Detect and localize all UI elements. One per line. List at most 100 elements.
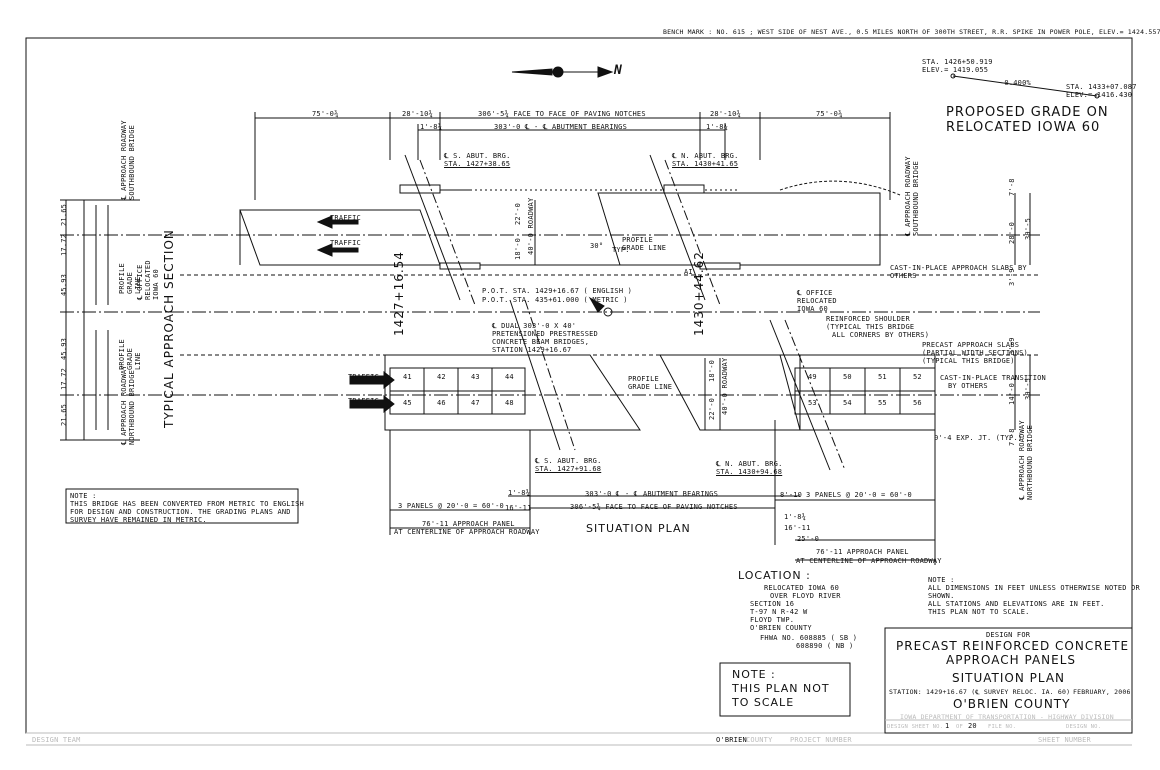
- title-sheet-total: 20: [968, 722, 977, 730]
- typical-dim-5: 17.72: [60, 367, 68, 390]
- title-of: OF: [956, 724, 964, 730]
- skew-typ: TYP.: [612, 246, 630, 254]
- grade-elev-right: ELEV.= 1416.430: [1066, 91, 1133, 99]
- panel-mark: 41: [403, 373, 412, 381]
- typical-dim-2: 17.72: [60, 233, 68, 256]
- at-centerline-right: AT CENTERLINE OF APPROACH ROADWAY: [796, 557, 942, 565]
- shoulder-1: REINFORCED SHOULDER: [826, 315, 910, 323]
- panel-mark: 43: [471, 373, 480, 381]
- typical-office: ℄ OFFICE RELOCATED IOWA 60: [136, 260, 160, 300]
- design-for: DESIGN FOR: [986, 631, 1031, 639]
- skew-angle: 30°: [590, 242, 604, 250]
- n-abut-label: ℄ N. ABUT. BRG.: [672, 152, 739, 160]
- approach-nb-right: ℄ APPROACH ROADWAY NORTHBOUND BRIDGE: [1018, 420, 1034, 500]
- s-abut-label: ℄ S. ABUT. BRG.: [444, 152, 511, 160]
- panel-mark: 48: [505, 399, 514, 407]
- panels-left: 3 PANELS @ 20'-0 = 60'-0: [398, 502, 504, 510]
- shoulder-3: ALL CORNERS BY OTHERS): [832, 331, 930, 339]
- dim-303-top: 303'-0 ℄ - ℄ ABUTMENT BEARINGS: [494, 123, 627, 131]
- location-line: OVER FLOYD RIVER: [770, 592, 841, 600]
- grade-title-1: PROPOSED GRADE ON: [946, 105, 1109, 120]
- office-line-1: ℄ OFFICE: [797, 289, 833, 297]
- general-note-1: ALL DIMENSIONS IN FEET UNLESS OTHERWISE …: [928, 584, 1140, 592]
- n-abut-b-station: STA. 1430+94.68: [716, 468, 783, 476]
- footer-county-label: COUNTY: [746, 736, 773, 744]
- panel-mark: 53: [808, 399, 817, 407]
- dim-7-8-bot: 7'-8: [1008, 428, 1016, 446]
- dim-28-left: 28'-10¾: [402, 110, 433, 118]
- at-centerline-left: AT CENTERLINE OF APPROACH ROADWAY: [394, 528, 540, 536]
- cip-transition-2: BY OTHERS: [948, 382, 988, 390]
- footer-county: O'BRIEN: [716, 736, 747, 744]
- title-line-3: SITUATION PLAN: [952, 671, 1066, 685]
- general-note-title: NOTE :: [928, 576, 955, 584]
- location-line: T-97 N R-42 W: [750, 608, 808, 616]
- title-sheet-label: DESIGN SHEET NO.: [887, 724, 944, 730]
- fhwa-2: 608890 ( NB ): [796, 642, 854, 650]
- title-dept: IOWA DEPARTMENT OF TRANSPORTATION - HIGH…: [900, 713, 1114, 721]
- cip-slabs: CAST-IN-PLACE APPROACH SLABS BY OTHERS: [890, 264, 1027, 280]
- dim-75-right: 75'-0¾: [816, 110, 843, 118]
- office-line-2: RELOCATED: [797, 297, 837, 305]
- approach-sb-right: ℄ APPROACH ROADWAY SOUTHBOUND BRIDGE: [904, 156, 920, 236]
- profile-grade-bottom: PROFILE GRADE LINE: [628, 375, 673, 391]
- location-line: FLOYD TWP.: [750, 616, 795, 624]
- panel-mark: 51: [878, 373, 887, 381]
- fhwa-1: FHWA NO. 608885 ( SB ): [760, 634, 858, 642]
- precast-3: (TYPICAL THIS BRIDGE): [922, 357, 1015, 365]
- general-note-3: ALL STATIONS AND ELEVATIONS ARE IN FEET.: [928, 600, 1105, 608]
- panel-mark: 55: [878, 399, 887, 407]
- note-line-1: THIS BRIDGE HAS BEEN CONVERTED FROM METR…: [70, 500, 304, 508]
- situation-plan-title: SITUATION PLAN: [586, 522, 691, 535]
- panel-mark: 54: [843, 399, 852, 407]
- footer-project: PROJECT NUMBER: [790, 736, 852, 744]
- pot-metric: P.O.T. STA. 435+61.000 ( METRIC ): [482, 296, 628, 304]
- profile-grade-top: PROFILE GRADE LINE: [622, 236, 667, 252]
- approach-panel-right: 76'-11 APPROACH PANEL: [816, 548, 909, 556]
- location-title: LOCATION :: [738, 569, 811, 582]
- typical-dim-3: 45.93: [60, 273, 68, 296]
- roadway-22-top: 22'-0: [514, 202, 522, 225]
- note-line-3: SURVEY HAVE REMAINED IN METRIC.: [70, 516, 207, 524]
- s-abut-b-label: ℄ S. ABUT. BRG.: [535, 457, 602, 465]
- grade-title-2: RELOCATED IOWA 60: [946, 120, 1101, 135]
- title-line-2: APPROACH PANELS: [946, 653, 1077, 667]
- footer-sheet: SHEET NUMBER: [1038, 736, 1091, 744]
- location-line: O'BRIEN COUNTY: [750, 624, 812, 632]
- precast-1: PRECAST APPROACH SLABS: [922, 341, 1020, 349]
- panel-mark: 50: [843, 373, 852, 381]
- roadway-40-bot: 40'-0 ROADWAY: [721, 357, 729, 415]
- title-station: STATION: 1429+16.67 (℄ SURVEY RELOC. IA.…: [889, 688, 1071, 696]
- note-line-2: FOR DESIGN AND CONSTRUCTION. THE GRADING…: [70, 508, 291, 516]
- dim-7-8-top: 7'-8: [1008, 178, 1016, 196]
- panel-mark: 49: [808, 373, 817, 381]
- dual-bridge-2: PRETENSIONED PRESTRESSED: [492, 330, 598, 338]
- typical-dim-6: 21.65: [60, 403, 68, 426]
- roadway-18-bot: 18'-0: [708, 359, 716, 382]
- cip-transition-1: CAST-IN-PLACE TRANSITION: [940, 374, 1046, 382]
- dim-18-b-left: 1'-8¾: [508, 489, 531, 497]
- roadway-40-top: 40'-0 ROADWAY: [527, 197, 535, 255]
- traffic-label-2: TRAFFIC: [330, 239, 361, 247]
- ai-label: AI: [684, 268, 693, 276]
- panel-mark: 42: [437, 373, 446, 381]
- dim-28-0-top: 28'-0: [1008, 221, 1016, 244]
- title-county: O'BRIEN COUNTY: [953, 697, 1071, 711]
- roadway-18-top: 18'-0: [514, 237, 522, 260]
- grade-slope: -0.400%: [1000, 79, 1031, 87]
- dim-306-bot: 306'-5¾ FACE TO FACE OF PAVING NOTCHES: [570, 503, 738, 511]
- office-line-3: IOWA 60: [797, 305, 828, 313]
- dual-bridge-4: STATION 1429+16.67: [492, 346, 572, 354]
- panel-mark: 52: [913, 373, 922, 381]
- n-abut-station: STA. 1430+41.65: [672, 160, 739, 168]
- approach-panel-left: 76'-11 APPROACH PANEL: [422, 520, 515, 528]
- grade-sta-left: STA. 1426+50.919: [922, 58, 993, 66]
- dim-303-bot: 303'-0 ℄ - ℄ ABUTMENT BEARINGS: [585, 490, 718, 498]
- dim-25-0: 25'-0: [797, 535, 820, 543]
- typical-dim-4: 45.93: [60, 337, 68, 360]
- panel-mark: 56: [913, 399, 922, 407]
- dim-18-b-right: 1'-8¾: [784, 513, 807, 521]
- traffic-label-1: TRAFFIC: [330, 214, 361, 222]
- precast-2: (PARTIAL WIDTH SECTIONS): [922, 349, 1028, 357]
- s-abut-b-station: STA. 1427+91.68: [535, 465, 602, 473]
